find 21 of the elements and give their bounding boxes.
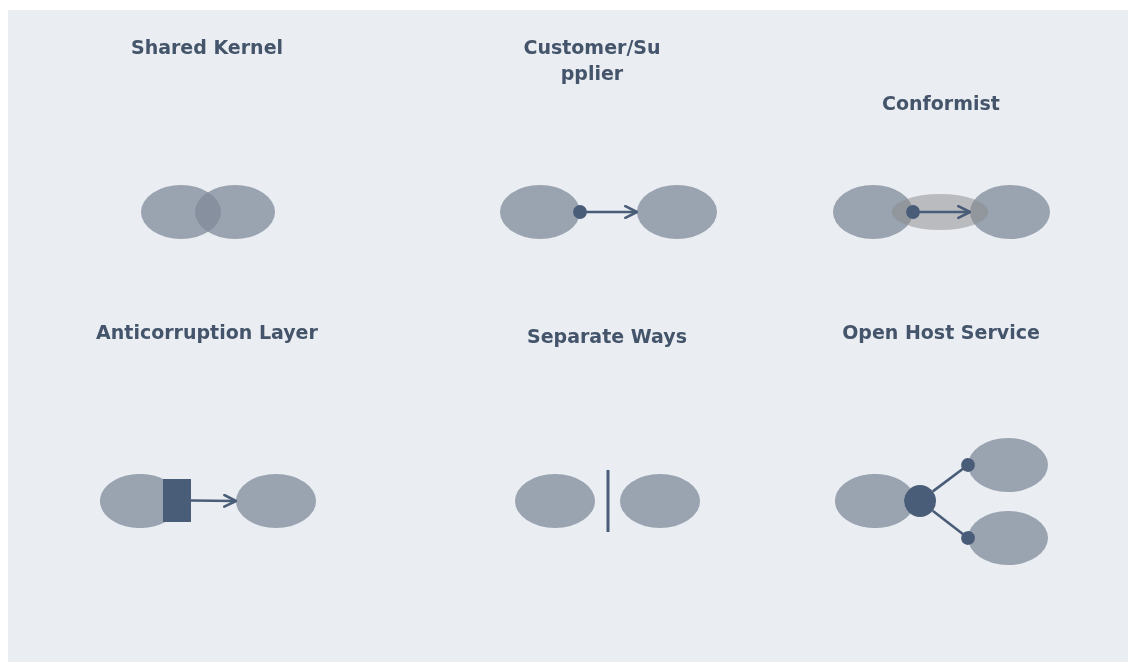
pattern-title: Open Host Service (841, 320, 1041, 345)
context-ellipse (500, 185, 580, 239)
context-ellipse (195, 185, 275, 239)
pattern-title: Conformist (881, 91, 1001, 116)
context-ellipse (968, 438, 1048, 492)
context-ellipse (833, 185, 913, 239)
host-service-node (904, 485, 936, 517)
context-ellipse (515, 474, 595, 528)
connector-arrow (906, 204, 972, 220)
translation-layer-block (163, 479, 191, 522)
pattern-title: Customer/Supplier (522, 35, 662, 86)
context-ellipse (236, 474, 316, 528)
context-ellipse (637, 185, 717, 239)
context-ellipse (620, 474, 700, 528)
pattern-title: Shared Kernel (129, 35, 285, 60)
context-ellipse (970, 185, 1050, 239)
pattern-title: Separate Ways (526, 324, 688, 349)
connector-arrow (573, 204, 639, 220)
pattern-title: Anticorruption Layer (95, 320, 319, 345)
connector-arrow (191, 493, 238, 508)
context-ellipse (968, 511, 1048, 565)
